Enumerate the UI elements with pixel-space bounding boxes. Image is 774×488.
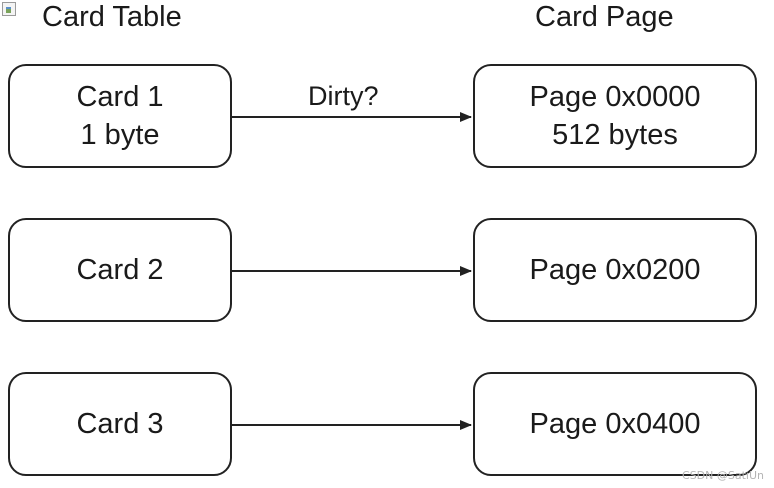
card-table-heading: Card Table bbox=[42, 1, 182, 33]
card-1-box: Card 1 1 byte bbox=[8, 64, 232, 168]
page-0200-name: Page 0x0200 bbox=[529, 254, 701, 286]
card-1-size: 1 byte bbox=[80, 119, 160, 151]
dirty-label: Dirty? bbox=[308, 81, 379, 111]
card-page-heading: Card Page bbox=[535, 1, 674, 33]
page-0400-box: Page 0x0400 bbox=[473, 372, 757, 476]
broken-image-icon bbox=[2, 2, 16, 16]
page-0000-box: Page 0x0000 512 bytes bbox=[473, 64, 757, 168]
card-3-box: Card 3 bbox=[8, 372, 232, 476]
page-0000-name: Page 0x0000 bbox=[529, 81, 701, 113]
card-1-name: Card 1 bbox=[76, 81, 164, 113]
card-3-name: Card 3 bbox=[76, 408, 164, 440]
card-2-name: Card 2 bbox=[76, 254, 164, 286]
watermark-text: CSDN @SatiUn bbox=[682, 469, 764, 482]
page-0000-size: 512 bytes bbox=[552, 119, 678, 151]
card-2-box: Card 2 bbox=[8, 218, 232, 322]
page-0400-name: Page 0x0400 bbox=[529, 408, 701, 440]
page-0200-box: Page 0x0200 bbox=[473, 218, 757, 322]
